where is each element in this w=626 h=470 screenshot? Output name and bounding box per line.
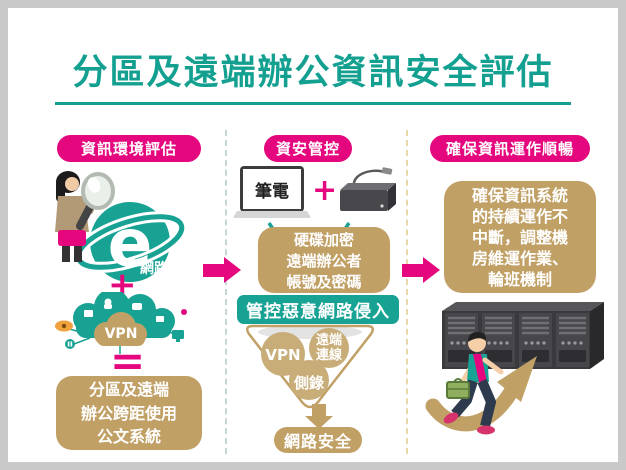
laptop-label: 筆電 <box>243 169 301 209</box>
result-line: 辦公跨距使用 <box>80 404 177 423</box>
note-line: 房維運作業、 <box>471 249 568 268</box>
man-icon <box>443 332 504 435</box>
funnel-recording-label: 側錄 <box>293 374 324 392</box>
remote-line: 連線 <box>315 348 342 363</box>
title-underline <box>55 102 571 105</box>
column-divider-1 <box>225 130 227 454</box>
dot-icon <box>181 309 187 315</box>
device-icons <box>84 298 164 322</box>
funnel-circle-vpn <box>261 332 305 376</box>
briefcase-icon <box>446 378 470 399</box>
column-divider-2 <box>406 130 408 454</box>
intrusion-control-banner: 管控惡意網路侵入 <box>237 295 399 324</box>
down-arrow-head-icon <box>305 416 333 429</box>
funnel-icon <box>245 324 375 409</box>
auditor-woman-icon <box>55 171 115 262</box>
note-line: 中斷，調整機 <box>471 228 568 247</box>
environment-result-box: 分區及遠端 辦公跨距使用 公文系統 <box>56 376 202 450</box>
laptop-icon: 筆電 <box>240 166 304 212</box>
header-operations: 確保資訊運作順暢 <box>430 135 590 162</box>
funnel-remote-label: 遠端 連線 <box>309 333 349 363</box>
down-arrow-icon <box>312 404 326 416</box>
encryption-line: 遠端辦公者 <box>286 252 362 270</box>
flow-arrow-2-icon <box>402 257 440 284</box>
note-line: 的持續運作不 <box>471 207 568 226</box>
encryption-box: 硬碟加密 遠端辦公者 帳號及密碼 <box>258 227 390 293</box>
encryption-line: 硬碟加密 <box>293 231 354 249</box>
result-line: 公文系統 <box>96 427 161 446</box>
page-title: 分區及遠端辦公資訊安全評估 <box>72 53 554 93</box>
note-line: 確保資訊系統 <box>471 186 568 205</box>
flow-arrow-1-icon <box>203 257 241 284</box>
walking-man-arrow-icon <box>425 332 537 435</box>
equals-sign: = <box>110 336 146 385</box>
svg-text:e: e <box>108 205 153 282</box>
remote-line: 遠端 <box>315 333 342 348</box>
funnel-circle-remote <box>309 328 349 368</box>
funnel-circle-recording <box>289 360 329 400</box>
monitor-icon <box>172 330 184 342</box>
laptop-base-icon <box>233 211 311 218</box>
funnel-vpn-label: VPN <box>265 346 301 364</box>
hard-drive-icon <box>340 167 396 211</box>
network-security-pill: 網路安全 <box>274 427 362 453</box>
result-line: 分區及遠端 <box>88 380 169 399</box>
header-control: 資安管控 <box>264 135 352 162</box>
eye-icon <box>55 320 73 332</box>
pause-icon <box>65 339 75 349</box>
header-environment: 資訊環境評估 <box>57 135 201 162</box>
operations-note-box: 確保資訊系統 的持續運作不 中斷，調整機 房維運作業、 輪班機制 <box>444 181 596 293</box>
magnifier-icon <box>76 172 115 230</box>
plus-sign-2: + <box>312 173 338 208</box>
encryption-line: 帳號及密碼 <box>286 273 362 291</box>
vpn-label: VPN <box>104 326 138 342</box>
vpn-inner-cloud <box>94 312 147 346</box>
note-line: 輪班機制 <box>487 270 552 289</box>
network-label: 網路 <box>140 261 168 277</box>
vpn-cloud-icon <box>55 292 187 354</box>
growth-arrow-icon <box>425 356 537 432</box>
